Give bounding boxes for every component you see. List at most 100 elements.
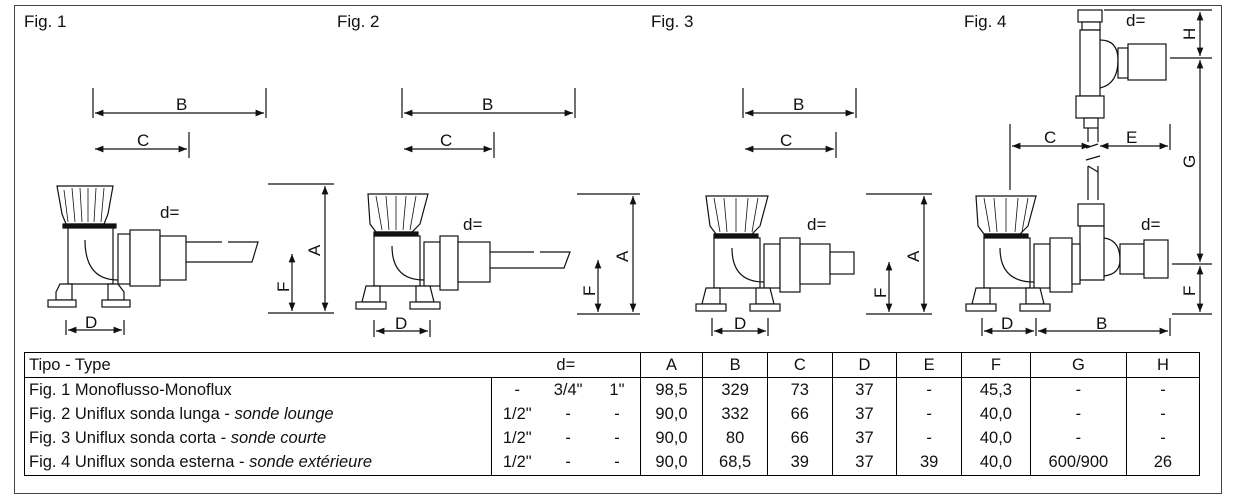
cell-f: 40,0 bbox=[961, 402, 1031, 427]
fig-4-dim-g: G bbox=[1180, 155, 1199, 168]
fig-2-dim-d: D bbox=[395, 314, 407, 333]
fig-4-dim-f: F bbox=[1180, 286, 1199, 296]
cell-c: 73 bbox=[766, 377, 833, 403]
fig-4-dim-c: C bbox=[1044, 128, 1056, 147]
header-b: B bbox=[702, 352, 768, 378]
fig-1-dim-f: F bbox=[274, 282, 293, 292]
cell-d2: - bbox=[565, 453, 571, 472]
row-type: Fig. 3 Uniflux sonda corta - sonde court… bbox=[24, 426, 493, 451]
table-row: Fig. 3 Uniflux sonda corta - sonde court… bbox=[24, 426, 1200, 451]
cell-c: 66 bbox=[766, 402, 833, 427]
figure-frame bbox=[14, 5, 1222, 494]
header-f: F bbox=[961, 352, 1031, 378]
table-row: Fig. 2 Uniflux sonda lunga - sonde loung… bbox=[24, 402, 1200, 427]
fig-1-drawing bbox=[47, 88, 334, 335]
cell-f: 40,0 bbox=[961, 426, 1031, 451]
row-type: Fig. 1 Monoflusso-Monoflux bbox=[24, 377, 493, 403]
cell-d: 37 bbox=[831, 402, 897, 427]
cell-d3: - bbox=[614, 404, 620, 423]
cell-c: 66 bbox=[766, 426, 833, 451]
cell-d2: 3/4" bbox=[553, 380, 583, 399]
fig-2-dim-b: B bbox=[482, 95, 493, 114]
fig-1-label: Fig. 1 bbox=[24, 12, 67, 31]
fig-1-dim-c: C bbox=[137, 131, 149, 150]
cell-d3: - bbox=[614, 453, 620, 472]
cell-g: - bbox=[1029, 402, 1127, 427]
dimensions-table: Tipo - Type d= A B C D E F G H Fig. 1 Mo… bbox=[24, 352, 1200, 476]
fig-1-dim-d: D bbox=[85, 313, 97, 332]
cell-d1: - bbox=[514, 380, 521, 399]
fig-2-drawing bbox=[355, 88, 640, 337]
fig-4-dim-h: H bbox=[1180, 28, 1199, 40]
fig-3-dim-c: C bbox=[780, 131, 792, 150]
cell-a: 90,0 bbox=[639, 450, 703, 476]
cell-a: 98,5 bbox=[639, 377, 703, 403]
fig-4-dim-b: B bbox=[1096, 314, 1107, 333]
cell-h: - bbox=[1125, 402, 1200, 427]
header-h: H bbox=[1125, 352, 1200, 378]
table-header-row: Tipo - Type d= A B C D E F G H bbox=[24, 352, 1200, 378]
cell-f: 45,3 bbox=[961, 377, 1031, 403]
fig-4-dim-d-eq: d= bbox=[1141, 215, 1160, 234]
fig-3-drawing bbox=[695, 88, 932, 336]
cell-d2: - bbox=[565, 429, 571, 448]
row-type-text: Fig. 4 Uniflux sonda esterna - bbox=[29, 453, 250, 472]
cell-d1: 1/2" bbox=[502, 404, 532, 423]
fig-4-dim-d: D bbox=[1001, 314, 1013, 333]
cell-d1: 1/2" bbox=[502, 429, 532, 448]
cell-b: 329 bbox=[702, 377, 768, 403]
cell-d: 37 bbox=[831, 377, 897, 403]
cell-g: - bbox=[1029, 377, 1127, 403]
cell-d1: 1/2" bbox=[502, 453, 532, 472]
row-type-fr: sonde extérieure bbox=[249, 453, 373, 472]
cell-e: - bbox=[896, 377, 962, 403]
header-e: E bbox=[896, 352, 962, 378]
cell-b: 68,5 bbox=[702, 450, 768, 476]
header-type: Tipo - Type bbox=[24, 352, 492, 378]
fig-3-dim-d: D bbox=[734, 314, 746, 333]
fig-1-dim-a: A bbox=[305, 244, 324, 256]
fig-2-dim-f: F bbox=[580, 286, 599, 296]
cell-e: - bbox=[896, 426, 962, 451]
fig-3-dim-a: A bbox=[904, 250, 923, 262]
cell-g: - bbox=[1029, 426, 1127, 451]
fig-2-label: Fig. 2 bbox=[337, 12, 380, 31]
fig-2-dim-d-eq: d= bbox=[463, 215, 482, 234]
fig-4-dim-e: E bbox=[1126, 128, 1137, 147]
header-d: d= bbox=[491, 352, 641, 378]
cell-d2: - bbox=[565, 404, 571, 423]
row-type: Fig. 2 Uniflux sonda lunga - sonde loung… bbox=[24, 402, 493, 427]
row-type-text: Fig. 1 Monoflusso-Monoflux bbox=[29, 380, 232, 399]
fig-3-dim-d-eq: d= bbox=[807, 215, 826, 234]
cell-d: 37 bbox=[831, 450, 897, 476]
fig-3-label: Fig. 3 bbox=[651, 12, 694, 31]
cell-a: 90,0 bbox=[639, 426, 703, 451]
fig-1-dim-d-eq: d= bbox=[160, 203, 179, 222]
cell-b: 332 bbox=[702, 402, 768, 427]
cell-d: 37 bbox=[831, 426, 897, 451]
fig-3-dim-f: F bbox=[871, 288, 890, 298]
cell-g: 600/900 bbox=[1029, 450, 1127, 476]
row-type-text: Fig. 3 Uniflux sonda corta - bbox=[29, 429, 231, 448]
cell-e: 39 bbox=[896, 450, 962, 476]
row-type-fr: sonde courte bbox=[230, 429, 327, 448]
cell-d3: - bbox=[614, 429, 620, 448]
fig-2-dim-a: A bbox=[613, 250, 632, 262]
cell-h: - bbox=[1125, 426, 1200, 451]
table-row: Fig. 1 Monoflusso-Monoflux - 3/4" 1" 98,… bbox=[24, 377, 1200, 403]
header-g: G bbox=[1029, 352, 1127, 378]
table-row: Fig. 4 Uniflux sonda esterna - sonde ext… bbox=[24, 450, 1200, 476]
cell-f: 40,0 bbox=[961, 450, 1031, 476]
header-c: C bbox=[766, 352, 833, 378]
cell-d3: 1" bbox=[609, 380, 625, 399]
fig-2-dim-c: C bbox=[440, 131, 452, 150]
header-a: A bbox=[639, 352, 703, 378]
cell-h: 26 bbox=[1125, 450, 1200, 476]
cell-c: 39 bbox=[766, 450, 833, 476]
fig-3-dim-b: B bbox=[793, 95, 804, 114]
header-d-dim: D bbox=[831, 352, 897, 378]
row-type-fr: sonde lounge bbox=[234, 404, 334, 423]
cell-b: 80 bbox=[702, 426, 768, 451]
fig-4-dim-d-eq-top: d= bbox=[1126, 11, 1145, 30]
